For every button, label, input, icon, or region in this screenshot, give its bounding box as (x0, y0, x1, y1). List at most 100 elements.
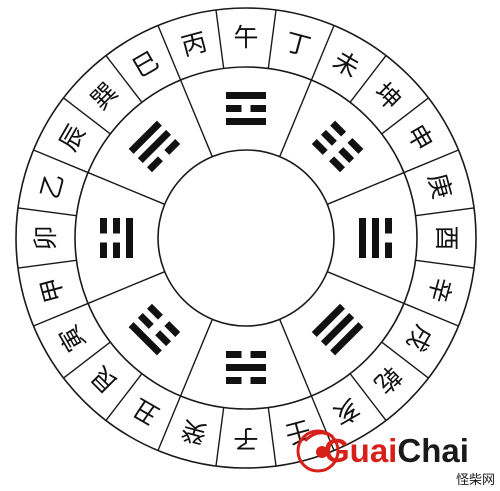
trigram-xun (128, 120, 181, 173)
yin-line (385, 242, 392, 258)
yang-line (226, 92, 266, 99)
sector-dividers (17, 9, 475, 467)
yin-line (347, 137, 364, 154)
outer-divider (105, 373, 143, 421)
outer-divider (415, 259, 475, 269)
watermark-brand-dark: Chai (397, 432, 469, 469)
outer-divider (157, 395, 182, 451)
inner-divider (179, 79, 213, 157)
compass-rings (15, 7, 477, 469)
outer-divider (157, 25, 182, 81)
outer-divider (215, 9, 225, 69)
outer-divider (349, 55, 387, 103)
ring-label: 丁 (282, 27, 314, 61)
yin-line (100, 242, 107, 258)
yin-line (250, 377, 266, 384)
yin-line (330, 120, 347, 137)
inner-divider (327, 171, 405, 205)
yin-line (226, 105, 242, 112)
yin-line (113, 218, 120, 234)
yang-line (372, 218, 379, 258)
inner-divider (87, 171, 165, 205)
watermark-subtitle: 怪柴网 (456, 473, 495, 488)
yang-line (226, 118, 266, 125)
watermark-logo-mark (296, 429, 340, 473)
outer-divider (310, 25, 335, 81)
ring-label: 寅 (54, 320, 92, 356)
ring-label: 午 (233, 23, 258, 52)
ring-label: 庚 (422, 170, 456, 202)
outer-divider (63, 97, 111, 135)
ring-label: 辛 (422, 274, 456, 306)
ring-label: 辰 (54, 120, 92, 156)
inner-divider (279, 79, 313, 157)
ring-label: 卯 (31, 225, 60, 250)
outer-divider (17, 207, 77, 217)
yang-line (137, 129, 172, 164)
trigram-dui (359, 218, 392, 258)
yin-line (311, 139, 328, 155)
ring-label: 申 (401, 120, 439, 156)
ring-label: 艮 (85, 361, 123, 399)
outer-divider (17, 259, 77, 269)
trigram-qian (311, 303, 364, 356)
trigram-ring (100, 92, 392, 384)
ring-label: 未 (328, 46, 364, 84)
outer-divider (215, 407, 225, 467)
ring-label: 巳 (128, 46, 164, 84)
yin-line (147, 303, 163, 320)
guaichai-watermark: GuaiChai 怪柴网 (296, 429, 495, 488)
yin-line (147, 156, 163, 173)
yang-line (330, 322, 364, 356)
outer-divider (310, 395, 335, 451)
outer-divider (63, 341, 111, 379)
outer-divider (33, 149, 89, 174)
outer-divider (415, 207, 475, 217)
yin-line (329, 156, 345, 173)
ring-label: 乾 (369, 361, 407, 399)
outer-divider (349, 373, 387, 421)
outer-ring-labels: 午丁未坤申庚酉辛戌乾亥壬子癸丑艮寅甲卯乙辰巽巳丙 (31, 23, 461, 453)
watermark-brand-red: Guai (324, 432, 397, 469)
yin-line (164, 321, 181, 337)
yin-line (385, 218, 392, 234)
outer-divider (381, 97, 429, 135)
yin-line (226, 351, 242, 358)
outer-divider (105, 55, 143, 103)
ring-label: 巽 (85, 77, 123, 115)
ring-label: 戌 (401, 320, 439, 356)
yin-line (250, 351, 266, 358)
inner-ring (157, 149, 335, 327)
trigram-zhen (100, 218, 133, 258)
inner-divider (279, 319, 313, 397)
ring-label: 坤 (369, 77, 407, 115)
trigram-gen (128, 303, 181, 356)
yang-line (226, 364, 266, 371)
ring-label: 酉 (432, 225, 461, 250)
yang-line (128, 322, 162, 356)
outer-divider (381, 341, 429, 379)
yin-line (226, 377, 242, 384)
trigram-kan (226, 351, 266, 384)
middle-ring (74, 66, 418, 410)
yin-line (164, 139, 181, 155)
yin-line (250, 105, 266, 112)
ring-label: 亥 (328, 393, 364, 431)
yang-line (128, 120, 162, 154)
yin-line (137, 312, 154, 329)
yin-line (320, 129, 337, 146)
ring-label: 丑 (128, 393, 164, 431)
inner-divider (327, 271, 405, 305)
outer-divider (403, 149, 459, 174)
inner-divider (87, 271, 165, 305)
ring-label: 乙 (35, 170, 69, 202)
yin-line (338, 147, 355, 164)
yin-line (155, 330, 172, 347)
watermark-brand: GuaiChai (324, 432, 469, 469)
trigram-li (226, 92, 266, 125)
ring-label: 丙 (178, 27, 210, 61)
ring-label: 子 (233, 424, 258, 453)
ring-label: 甲 (35, 274, 69, 306)
yin-line (113, 242, 120, 258)
yang-line (126, 218, 133, 258)
